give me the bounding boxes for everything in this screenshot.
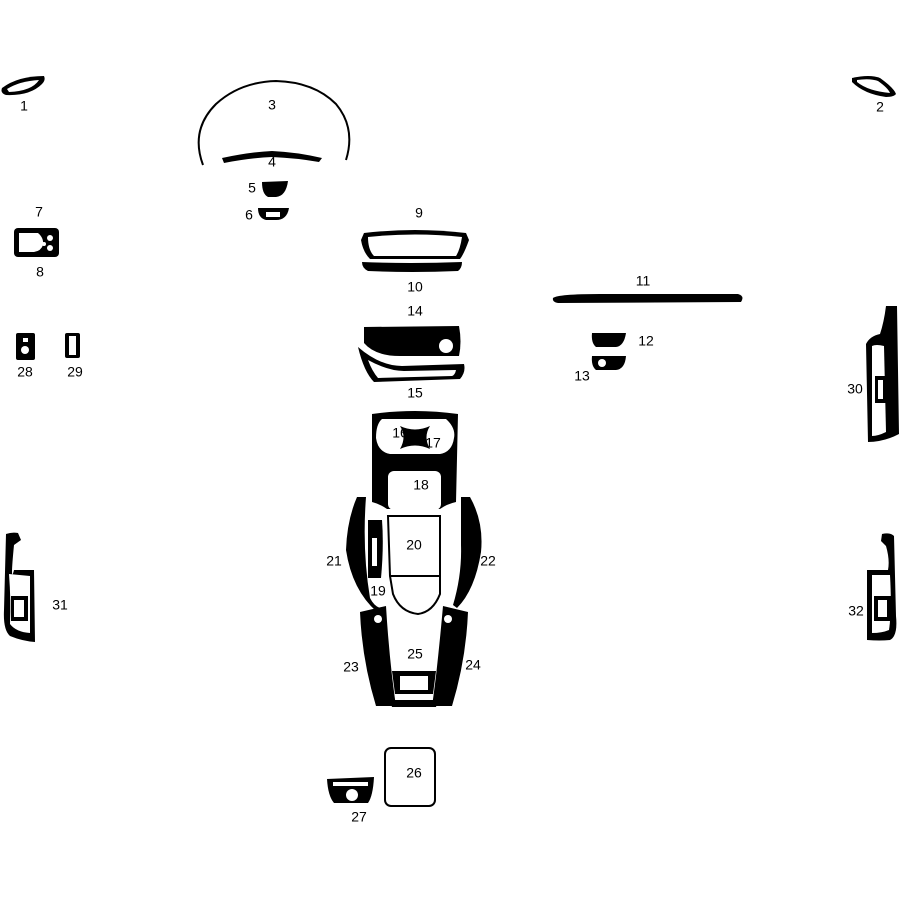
part-6 bbox=[258, 208, 289, 220]
part-1 bbox=[1, 76, 45, 96]
part-2 bbox=[852, 76, 896, 97]
part-9 bbox=[361, 230, 469, 259]
label-1: 1 bbox=[20, 98, 28, 114]
label-28: 28 bbox=[17, 364, 33, 380]
label-10: 10 bbox=[407, 279, 423, 295]
part-15 bbox=[358, 347, 465, 382]
part-13 bbox=[591, 356, 626, 370]
part-16-17-18 bbox=[372, 411, 458, 510]
part-4 bbox=[222, 151, 322, 163]
label-29: 29 bbox=[67, 364, 83, 380]
part-5 bbox=[262, 181, 288, 197]
part-12 bbox=[591, 333, 626, 347]
label-15: 15 bbox=[407, 385, 423, 401]
label-25: 25 bbox=[407, 646, 423, 662]
part-29 bbox=[65, 333, 80, 358]
label-19: 19 bbox=[370, 583, 386, 599]
part-14 bbox=[364, 326, 461, 356]
part-22 bbox=[453, 497, 482, 608]
part-26 bbox=[384, 747, 436, 807]
label-12: 12 bbox=[638, 333, 654, 349]
label-32: 32 bbox=[848, 603, 864, 619]
part-10 bbox=[362, 262, 462, 272]
part-21 bbox=[346, 497, 380, 612]
label-23: 23 bbox=[343, 659, 359, 675]
part-31 bbox=[3, 532, 35, 642]
label-14: 14 bbox=[407, 303, 423, 319]
label-9: 9 bbox=[415, 205, 423, 221]
label-5: 5 bbox=[248, 180, 256, 196]
label-11: 11 bbox=[636, 273, 651, 289]
label-8: 8 bbox=[36, 264, 44, 280]
part-23-24-25 bbox=[360, 606, 468, 707]
label-13: 13 bbox=[574, 368, 590, 384]
part-labels: 1 2 3 4 5 6 7 8 9 10 11 12 13 14 15 16 1… bbox=[17, 97, 884, 825]
label-4: 4 bbox=[268, 154, 276, 170]
part-11 bbox=[552, 294, 743, 303]
label-30: 30 bbox=[847, 381, 863, 397]
label-17: 17 bbox=[425, 435, 441, 451]
label-16: 16 bbox=[392, 425, 408, 441]
part-3 bbox=[197, 79, 351, 166]
part-28 bbox=[16, 333, 35, 360]
label-7: 7 bbox=[35, 204, 43, 220]
label-21: 21 bbox=[326, 553, 342, 569]
label-31: 31 bbox=[52, 597, 68, 613]
label-2: 2 bbox=[876, 99, 884, 115]
label-6: 6 bbox=[245, 207, 253, 223]
part-30 bbox=[866, 306, 899, 442]
part-32 bbox=[867, 533, 897, 641]
part-7-8 bbox=[14, 228, 59, 257]
label-18: 18 bbox=[413, 477, 429, 493]
part-19-20 bbox=[368, 515, 441, 616]
label-26: 26 bbox=[406, 765, 422, 781]
label-27: 27 bbox=[351, 809, 367, 825]
label-24: 24 bbox=[465, 657, 481, 673]
part-27 bbox=[327, 777, 374, 803]
label-20: 20 bbox=[406, 537, 422, 553]
label-22: 22 bbox=[480, 553, 496, 569]
label-3: 3 bbox=[268, 97, 276, 113]
